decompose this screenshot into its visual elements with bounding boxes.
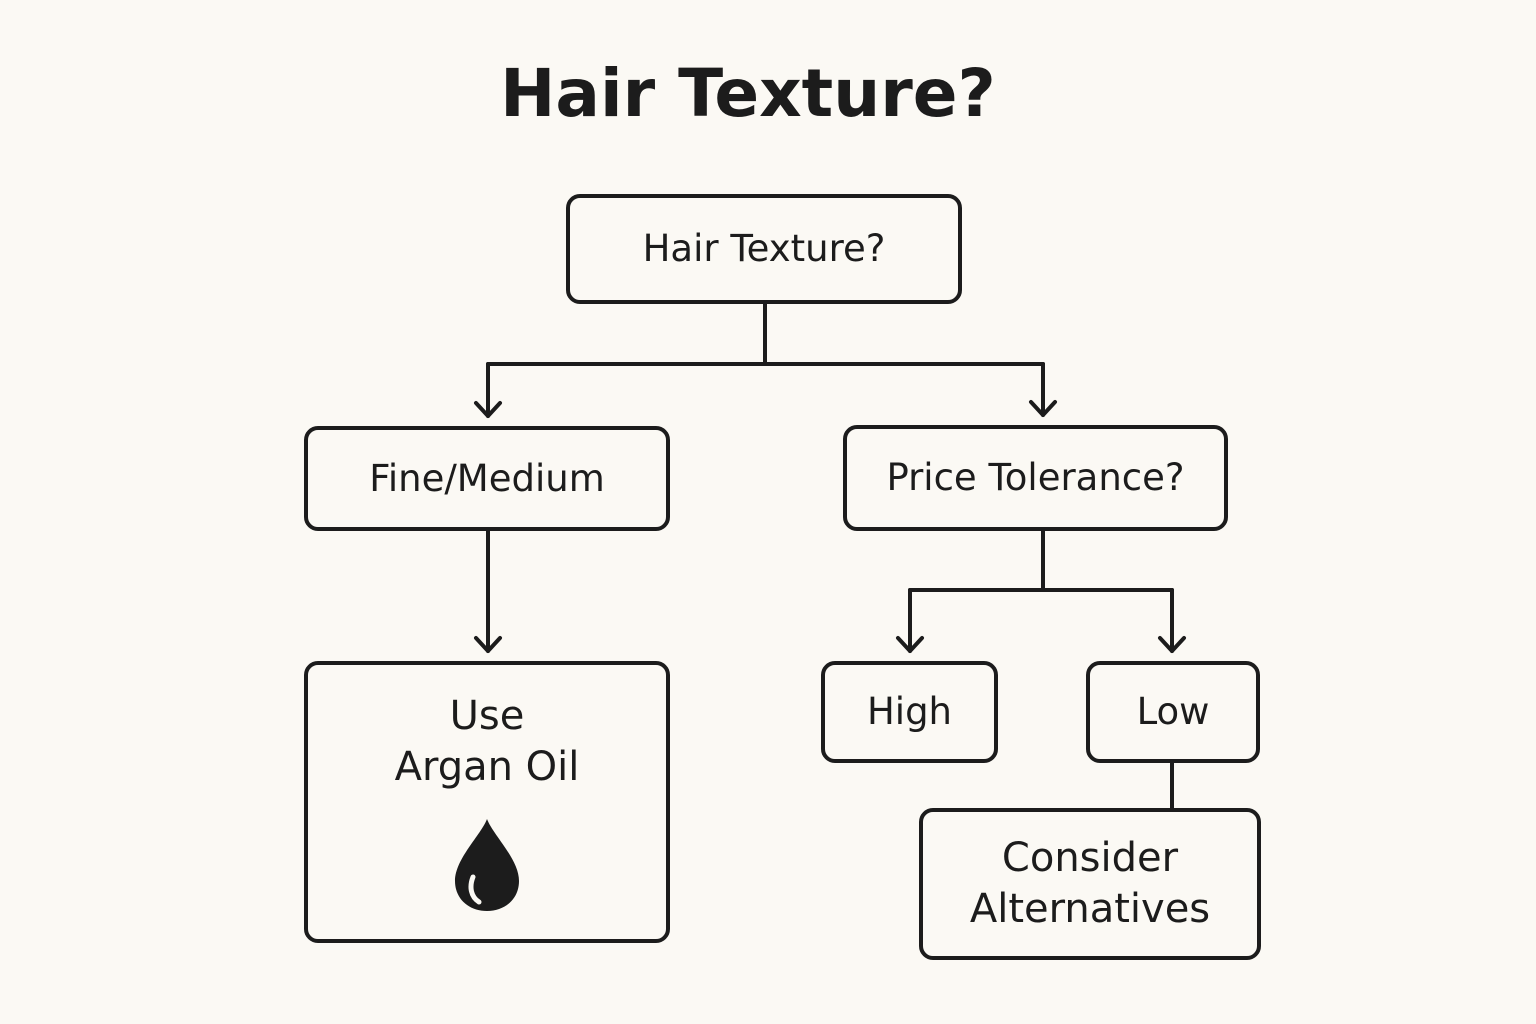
- node-fine-medium-label: Fine/Medium: [369, 456, 605, 500]
- node-high: High: [821, 661, 998, 763]
- arrowhead-low: [1158, 636, 1186, 653]
- node-alternatives-line1: Consider: [1001, 834, 1179, 881]
- node-low: Low: [1086, 661, 1260, 763]
- node-price-tolerance-label: Price Tolerance?: [886, 456, 1185, 500]
- arrowhead-high: [896, 636, 924, 653]
- arrowhead-fine: [474, 401, 502, 418]
- node-fine-medium: Fine/Medium: [304, 426, 670, 531]
- node-hair-texture: Hair Texture?: [566, 194, 962, 304]
- page-title: Hair Texture?: [500, 55, 996, 132]
- oil-drop-icon: [455, 819, 519, 912]
- node-use-argan-oil: Use Argan Oil: [304, 661, 670, 943]
- arrowhead-price: [1029, 400, 1057, 417]
- node-argan-line1: Use: [449, 693, 525, 739]
- node-price-tolerance: Price Tolerance?: [843, 425, 1228, 531]
- arrowhead-argan: [474, 636, 502, 653]
- node-consider-alternatives: Consider Alternatives: [919, 808, 1261, 960]
- node-alternatives-line2: Alternatives: [969, 886, 1211, 932]
- node-argan-line2: Argan Oil: [394, 744, 580, 791]
- node-high-label: High: [866, 690, 953, 734]
- node-hair-texture-label: Hair Texture?: [642, 227, 886, 271]
- node-low-label: Low: [1136, 690, 1210, 734]
